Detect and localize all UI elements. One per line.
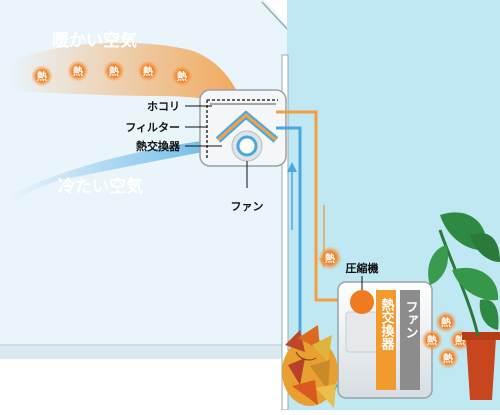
cool-air-label: 冷たい空気 <box>58 176 143 197</box>
warm-air-stream <box>10 42 252 110</box>
warm-air-label: 暖かい空気 <box>52 30 137 51</box>
heat-mark-10: 熱 <box>443 352 453 365</box>
compressor-body <box>345 311 381 353</box>
heat-mark-8: 熱 <box>427 334 437 347</box>
outdoor-heat-exchanger <box>376 290 396 390</box>
outdoor-heat-exchanger-label: 熱交換器 <box>379 297 396 351</box>
heat-mark-3: 熱 <box>109 65 119 78</box>
compressor-icon <box>350 290 374 314</box>
indoor-labels: ホコリ フィルター 熱交換器 ファン <box>125 100 263 213</box>
heat-mark-4: 熱 <box>143 65 153 78</box>
cold-flow-arrow-head <box>287 162 297 172</box>
heat-mark-5: 熱 <box>177 70 187 83</box>
indoor-fan-icon <box>236 135 258 157</box>
heat-exchanger-label: 熱交換器 <box>136 139 181 153</box>
indoor-heat-orbs: 熱 熱 熱 熱 熱 <box>31 60 193 87</box>
outdoor-fan <box>400 290 420 390</box>
compressor-label: 圧縮機 <box>346 261 379 275</box>
potted-plant <box>428 212 500 400</box>
cool-air-stream <box>10 138 225 206</box>
heat-mark-1: 熱 <box>37 70 47 83</box>
hot-pipe <box>276 110 350 302</box>
heat-mark-7: 熱 <box>441 316 451 329</box>
outdoor-fan-label: ファン <box>403 300 418 339</box>
dust-label: ホコリ <box>147 100 180 113</box>
plant-pot <box>466 338 496 400</box>
outdoor-unit: 圧縮機 熱交換器 ファン <box>337 261 433 399</box>
heat-mark-2: 熱 <box>73 65 83 78</box>
heat-mark-9: 熱 <box>455 334 465 347</box>
pipe-heat-orb <box>318 246 342 270</box>
filter-dashed-line <box>206 99 278 158</box>
filter-label: フィルター <box>125 121 180 134</box>
indoor-floor <box>0 345 282 359</box>
indoor-unit <box>199 89 287 167</box>
heat-mark-6: 熱 <box>325 252 335 265</box>
indoor-heat-exchanger-orange <box>217 113 277 142</box>
fan-label: ファン <box>231 200 264 213</box>
autumn-leaves <box>282 325 338 408</box>
outdoor-heat-orbs: 熱 熱 熱 熱 <box>421 311 471 369</box>
